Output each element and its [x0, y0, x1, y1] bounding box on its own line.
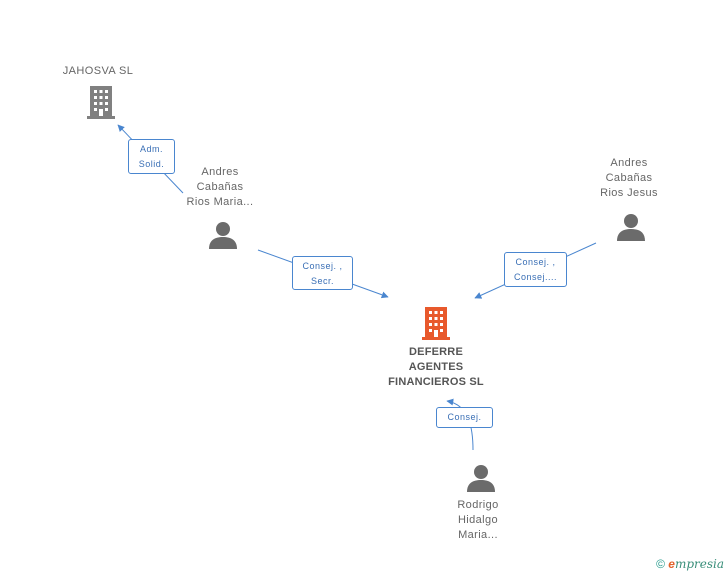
node-name-line: Hidalgo: [457, 514, 499, 526]
edge-label-line: Secr.: [310, 276, 334, 286]
node-name-line: Andres: [610, 157, 648, 169]
person-icon[interactable]: [208, 220, 238, 250]
node-name-line: DEFERRE: [409, 346, 463, 358]
person-icon[interactable]: [466, 463, 496, 493]
brand-logo-e: e: [668, 557, 675, 571]
node-name-line: FINANCIEROS SL: [388, 376, 484, 388]
edge-label-line: Solid.: [138, 159, 165, 169]
node-label-rodrigo[interactable]: Rodrigo Hidalgo Maria...: [428, 498, 528, 543]
edge-label-line: Consej. ,: [515, 257, 556, 267]
node-name-line: Rios Maria...: [186, 196, 254, 208]
node-name-line: Cabañas: [196, 181, 244, 193]
node-label-main-company[interactable]: DEFERRE AGENTES FINANCIEROS SL: [366, 345, 506, 390]
node-name-line: Cabañas: [605, 172, 653, 184]
edge-label-consej[interactable]: Consej.: [436, 407, 493, 428]
node-name-line: Maria...: [458, 529, 498, 541]
node-name-line: AGENTES: [408, 361, 464, 373]
node-label-andres-jesus[interactable]: Andres Cabañas Rios Jesus: [579, 156, 679, 201]
edge-label-line: Consej. ,: [302, 261, 343, 271]
node-name-line: Rios Jesus: [600, 187, 658, 199]
edge-label-line: Consej....: [513, 272, 558, 282]
copyright-icon: ©: [656, 557, 665, 571]
edge-label-consej-consej[interactable]: Consej. , Consej....: [504, 252, 567, 287]
node-label-jahosva[interactable]: JAHOSVA SL: [48, 64, 148, 79]
node-name-line: Andres: [201, 166, 239, 178]
node-name-line: JAHOSVA SL: [62, 65, 134, 77]
copyright-brand[interactable]: © empresia: [656, 557, 724, 571]
edge-label-line: Adm.: [139, 144, 163, 154]
brand-logo-text: mpresia: [674, 557, 724, 571]
node-name-line: Rodrigo: [457, 499, 499, 511]
edge-label-consej-secr[interactable]: Consej. , Secr.: [292, 256, 353, 290]
person-icon[interactable]: [616, 212, 646, 242]
edge-label-adm-solid[interactable]: Adm. Solid.: [128, 139, 175, 174]
node-label-andres-maria[interactable]: Andres Cabañas Rios Maria...: [170, 165, 270, 210]
edge-label-line: Consej.: [447, 412, 482, 422]
building-icon[interactable]: [420, 305, 452, 341]
building-icon[interactable]: [85, 84, 117, 120]
